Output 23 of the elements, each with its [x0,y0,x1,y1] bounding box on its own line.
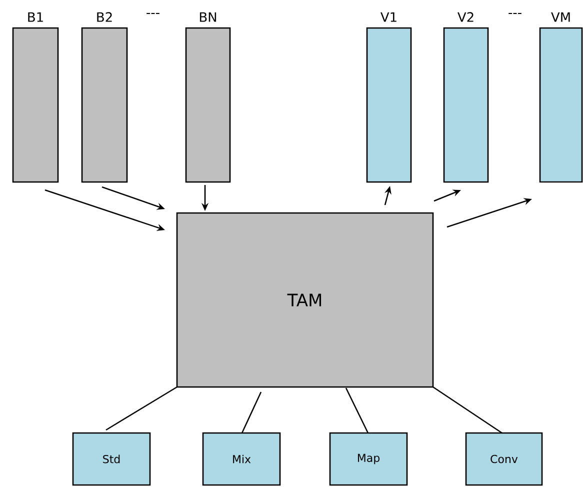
node-label: BN [200,12,216,22]
connector-line [345,388,369,434]
node-label: B1 [28,12,43,22]
module-box: Map [329,432,408,486]
module-box: Std [72,432,151,486]
node-label: VM [551,12,570,22]
connector-line [241,392,262,434]
node-label: B2 [97,12,112,22]
ellipsis-label: --- [508,12,522,14]
bar-box: B1 [12,12,59,183]
module-box: Conv [465,432,543,486]
bar-box: V1 [366,12,412,183]
node-label: V1 [380,12,396,22]
ellipsis-label: --- [146,12,160,14]
node-label: V2 [458,12,474,22]
process-box: TAM [176,212,434,388]
bar-box: BN [185,12,231,183]
bar-box: V2 [443,12,489,183]
bar-box: B2 [81,12,128,183]
connector-line [432,386,502,434]
connector-line [106,386,178,431]
bar-box: VM [539,12,583,183]
module-box: Mix [202,432,281,486]
